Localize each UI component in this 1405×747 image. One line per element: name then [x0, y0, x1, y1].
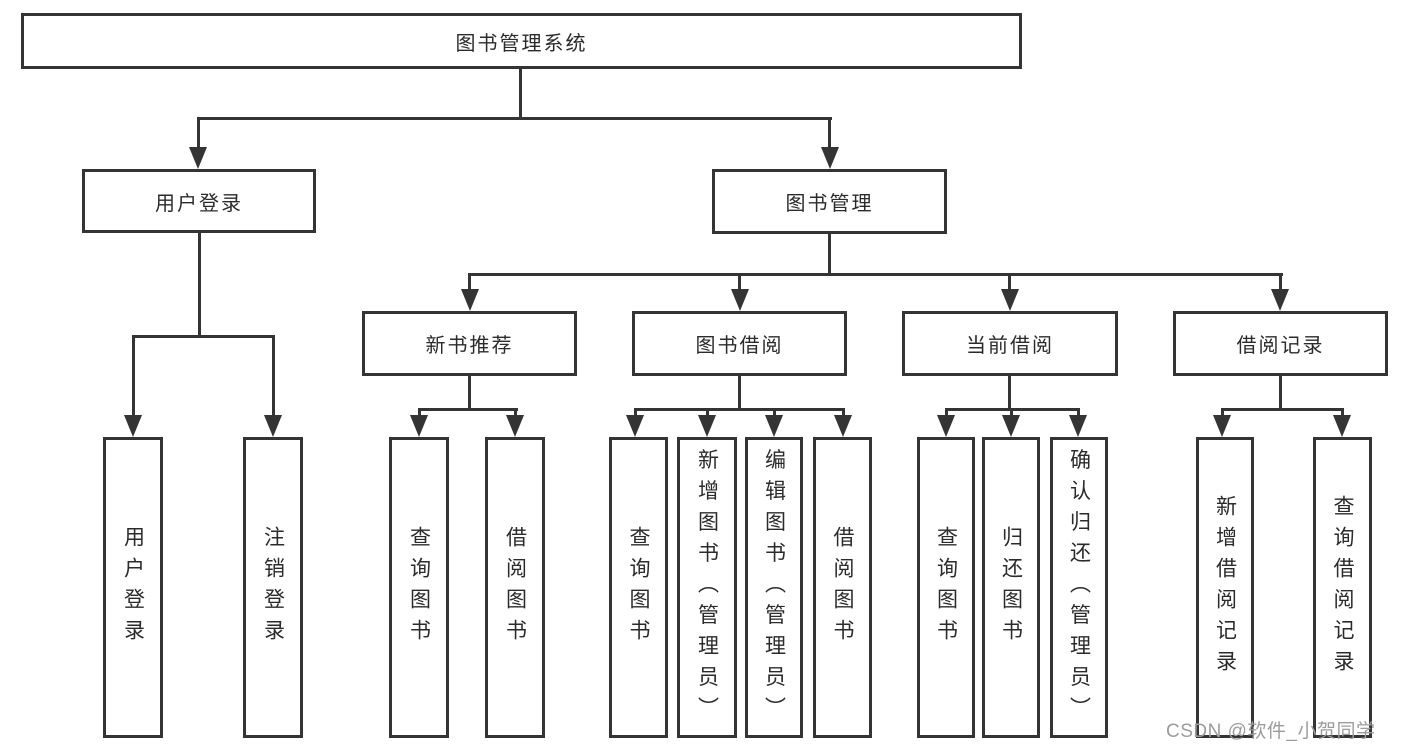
arrow-down-icon — [264, 415, 282, 437]
connector-line — [132, 335, 275, 338]
connector-line — [468, 273, 471, 292]
arrow-down-icon — [1271, 289, 1289, 311]
node-confirm-return-admin: 确认归还（管理员） — [1050, 437, 1108, 738]
connector-line — [738, 376, 741, 411]
arrow-down-icon — [698, 415, 716, 437]
node-label: 编辑图书（管理员） — [762, 448, 786, 727]
connector-line — [468, 376, 471, 411]
node-query-borrow-record: 查询借阅记录 — [1313, 437, 1372, 738]
arrow-down-icon — [1213, 415, 1231, 437]
arrow-down-icon — [1002, 415, 1020, 437]
node-label: 图书管理系统 — [455, 32, 588, 55]
node-new-book-recommend: 新书推荐 — [362, 311, 577, 376]
connector-line — [1221, 408, 1224, 418]
node-query-books-current: 查询图书 — [917, 437, 975, 738]
arrow-down-icon — [765, 415, 783, 437]
node-label: 图书借阅 — [695, 335, 784, 357]
node-label: 新增借阅记录 — [1213, 494, 1237, 681]
connector-line — [706, 408, 709, 418]
arrow-down-icon — [1333, 415, 1351, 437]
node-library-system: 图书管理系统 — [21, 13, 1022, 69]
node-label: 用户登录 — [121, 525, 145, 650]
node-add-books-admin: 新增图书（管理员） — [677, 437, 737, 738]
arrow-down-icon — [461, 289, 479, 311]
arrow-down-icon — [626, 415, 644, 437]
node-query-books-borrow: 查询图书 — [609, 437, 668, 738]
connector-line — [197, 117, 832, 120]
node-label: 确认归还（管理员） — [1067, 448, 1091, 727]
node-label: 查询图书 — [627, 525, 650, 650]
connector-line — [519, 69, 522, 120]
node-label: 图书管理 — [785, 193, 874, 215]
node-borrow-books-recommend: 借阅图书 — [485, 437, 545, 738]
node-query-books-recommend: 查询图书 — [389, 437, 449, 738]
node-label: 归还图书 — [999, 525, 1023, 650]
node-label: 查询图书 — [407, 525, 431, 650]
connector-line — [514, 408, 517, 418]
arrow-down-icon — [410, 415, 428, 437]
node-label: 借阅图书 — [503, 525, 527, 650]
arrow-down-icon — [834, 415, 852, 437]
node-current-borrow: 当前借阅 — [902, 311, 1118, 376]
connector-line — [198, 233, 201, 338]
connector-line — [828, 234, 831, 276]
node-book-management: 图书管理 — [712, 169, 947, 234]
node-borrow-books: 借阅图书 — [813, 437, 872, 738]
node-label: 用户登录 — [155, 192, 243, 215]
node-logout-login: 注销登录 — [243, 437, 303, 738]
connector-line — [1008, 376, 1011, 411]
connector-line — [1279, 376, 1282, 411]
arrow-down-icon — [731, 289, 749, 311]
connector-line — [468, 273, 1283, 276]
arrow-down-icon — [1001, 289, 1019, 311]
arrow-down-icon — [821, 147, 839, 169]
node-add-borrow-record: 新增借阅记录 — [1196, 437, 1254, 738]
node-user-login-leaf: 用户登录 — [103, 437, 163, 738]
connector-line — [828, 117, 831, 149]
arrow-down-icon — [1069, 415, 1087, 437]
connector-line — [634, 408, 637, 418]
connector-line — [634, 408, 845, 411]
node-label: 当前借阅 — [966, 335, 1054, 357]
connector-line — [1010, 408, 1013, 418]
node-label: 查询图书 — [934, 525, 958, 650]
connector-line — [945, 408, 948, 418]
node-label: 新书推荐 — [425, 335, 514, 357]
connector-line — [1221, 408, 1343, 411]
connector-line — [272, 335, 275, 417]
connector-line — [1341, 408, 1344, 418]
connector-line — [197, 117, 200, 149]
connector-line — [1279, 273, 1282, 292]
node-book-borrow: 图书借阅 — [632, 311, 847, 376]
connector-line — [842, 408, 845, 418]
connector-line — [418, 408, 518, 411]
node-label: 注销登录 — [261, 525, 285, 650]
connector-line — [132, 335, 135, 417]
arrow-down-icon — [506, 415, 524, 437]
connector-line — [1077, 408, 1080, 418]
connector-line — [1008, 273, 1011, 292]
node-label: 查询借阅记录 — [1331, 494, 1354, 681]
node-user-login: 用户登录 — [82, 169, 316, 233]
connector-line — [738, 273, 741, 292]
connector-line — [418, 408, 421, 418]
arrow-down-icon — [937, 415, 955, 437]
node-edit-books-admin: 编辑图书（管理员） — [745, 437, 803, 738]
connector-line — [773, 408, 776, 418]
watermark: CSDN @软件_小贺同学 — [1166, 721, 1376, 742]
node-label: 新增图书（管理员） — [695, 448, 719, 727]
node-return-books: 归还图书 — [982, 437, 1040, 738]
node-borrow-records: 借阅记录 — [1173, 311, 1388, 376]
arrow-down-icon — [189, 147, 207, 169]
node-label: 借阅图书 — [831, 525, 854, 650]
node-label: 借阅记录 — [1236, 335, 1325, 357]
arrow-down-icon — [124, 415, 142, 437]
